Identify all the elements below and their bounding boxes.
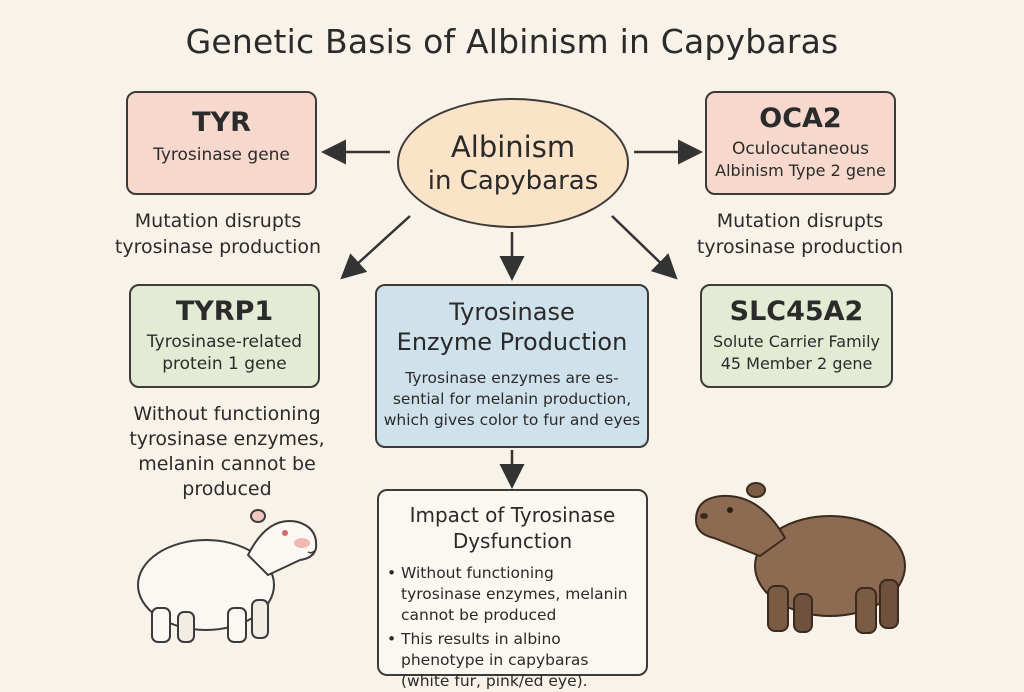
center-line1: Albinism xyxy=(450,130,576,164)
gene-desc-tyrp1-line2: protein 1 gene xyxy=(162,354,287,374)
impact-bullet-1: Without functioning tyrosinase enzymes, … xyxy=(385,563,638,626)
enzyme-desc-line3: which gives color to fur and eyes xyxy=(383,411,641,429)
gene-desc-oca2-line2: Albinism Type 2 gene xyxy=(715,161,886,180)
enzyme-desc-line1: Tyrosinase enzymes are es- xyxy=(405,369,619,387)
gene-desc-tyr: Tyrosinase gene xyxy=(153,145,290,165)
note-tyr-line2: tyrosinase production xyxy=(114,236,322,258)
diagram-title: Genetic Basis of Albinism in Capybaras xyxy=(185,22,839,61)
center-line2: in Capybaras xyxy=(427,166,599,196)
albino-capybara-icon xyxy=(137,509,318,643)
brown-capybara-icon xyxy=(695,482,906,634)
gene-name-tyrp1: TYRP1 xyxy=(175,296,274,327)
gene-desc-slc45a2-line2: 45 Member 2 gene xyxy=(720,354,873,373)
note-oca2: Mutation disrupts tyrosinase production xyxy=(680,208,920,260)
gene-box-tyr: TYR Tyrosinase gene xyxy=(126,91,317,195)
note-oca2-line1: Mutation disrupts xyxy=(716,210,884,232)
gene-name-tyr: TYR xyxy=(192,107,251,138)
enzyme-desc-line2: sential for melanin production, xyxy=(392,390,632,408)
gene-box-tyrp1: TYRP1 Tyrosinase-related protein 1 gene xyxy=(129,284,320,388)
gene-desc-slc45a2-line1: Solute Carrier Family xyxy=(712,332,881,351)
impact-box: Impact of Tyrosinase Dysfunction Without… xyxy=(377,489,648,690)
arrow-to-tyrp1 xyxy=(340,215,411,280)
enzyme-production-box: Tyrosinase Enzyme Production Tyrosinase … xyxy=(375,284,649,448)
gene-desc-oca2-line1: Oculocutaneous xyxy=(731,139,870,159)
albinism-center-node: Albinism in Capybaras xyxy=(397,98,629,228)
gene-name-oca2: OCA2 xyxy=(759,103,842,134)
impact-bullet-list: Without functioning tyrosinase enzymes, … xyxy=(385,563,638,692)
note-tyrp1-line2: tyrosinase enzymes, xyxy=(129,428,325,450)
gene-box-slc45a2: SLC45A2 Solute Carrier Family 45 Member … xyxy=(700,284,893,388)
note-oca2-line2: tyrosinase production xyxy=(696,236,904,258)
note-tyrp1-line4: produced xyxy=(182,478,272,500)
note-tyrp1-line1: Without functioning xyxy=(133,403,321,425)
impact-title-line2: Dysfunction xyxy=(452,529,573,553)
gene-box-oca2: OCA2 Oculocutaneous Albinism Type 2 gene xyxy=(705,91,896,195)
note-tyr: Mutation disrupts tyrosinase production xyxy=(98,208,338,260)
note-tyrp1-line3: melanin cannot be xyxy=(138,453,316,475)
note-tyr-line1: Mutation disrupts xyxy=(134,210,302,232)
enzyme-title-line1: Tyrosinase xyxy=(449,298,575,326)
enzyme-title-line2: Enzyme Production xyxy=(396,328,628,356)
gene-desc-tyrp1-line1: Tyrosinase-related xyxy=(146,332,303,352)
impact-title-line1: Impact of Tyrosinase xyxy=(409,503,616,527)
gene-name-slc45a2: SLC45A2 xyxy=(729,296,864,327)
note-tyrp1: Without functioning tyrosinase enzymes, … xyxy=(100,402,354,502)
arrow-to-slc45a2 xyxy=(611,215,678,280)
